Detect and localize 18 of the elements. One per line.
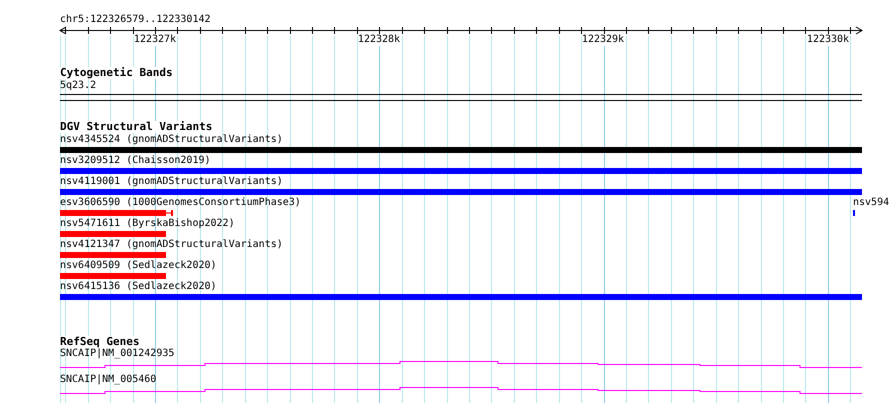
- feature-label: esv3606590 (1000GenomesConsortiumPhase3): [60, 197, 301, 209]
- feature-label: nsv4119001 (gnomADStructuralVariants): [60, 176, 284, 188]
- feature-label: nsv6415136 (Sedlazeck2020): [60, 281, 218, 293]
- tick-label: 122328k: [358, 34, 400, 46]
- feature-label: nsv594: [853, 197, 890, 209]
- feature-label: SNCAIP|NM_001242935: [60, 348, 176, 360]
- feature-label: nsv3209512 (Chaisson2019): [60, 155, 212, 167]
- feature-label: nsv4345524 (gnomADStructuralVariants): [60, 134, 284, 146]
- feature-label: nsv4121347 (gnomADStructuralVariants): [60, 239, 283, 251]
- feature-label: SNCAIP|NM_005460: [60, 374, 158, 386]
- track-title: DGV Structural Variants: [60, 121, 212, 133]
- tick-label: 122327k: [134, 34, 176, 46]
- feature-label: 5q23.2: [60, 80, 98, 92]
- tick-label: 122329k: [582, 34, 624, 46]
- feature-label: nsv6409509 (Sedlazeck2020): [60, 260, 217, 272]
- feature-label: nsv5471611 (ByrskaBishop2022): [60, 218, 235, 230]
- track-title: RefSeq Genes: [60, 336, 140, 348]
- tick-label: 122330k: [806, 34, 850, 46]
